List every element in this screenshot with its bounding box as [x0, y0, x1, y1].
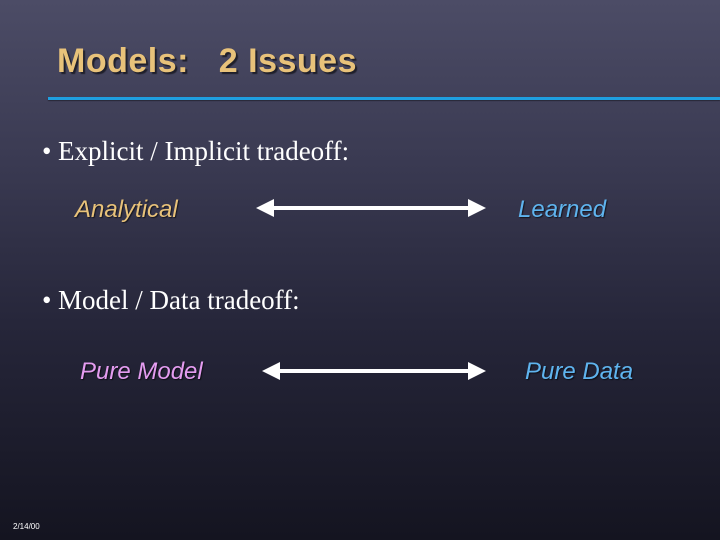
title-underline: [48, 97, 720, 100]
bullet-model-data: •Model / Data tradeoff:: [42, 285, 300, 316]
bullet-explicit-implicit: •Explicit / Implicit tradeoff:: [42, 136, 349, 167]
double-headed-arrow-icon: [262, 362, 486, 380]
slide-date: 2/14/00: [13, 522, 40, 531]
bullet-text: Explicit / Implicit tradeoff:: [58, 136, 350, 166]
term-pure-data: Pure Data: [525, 358, 634, 385]
slide-title: Models: 2 Issues: [57, 42, 357, 80]
term-learned: Learned: [518, 196, 607, 223]
term-analytical: Analytical: [75, 196, 178, 223]
bullet-marker: •: [42, 136, 52, 166]
double-headed-arrow-icon: [256, 199, 486, 217]
bullet-marker: •: [42, 285, 52, 315]
term-pure-model: Pure Model: [80, 358, 203, 385]
bullet-text: Model / Data tradeoff:: [58, 285, 300, 315]
